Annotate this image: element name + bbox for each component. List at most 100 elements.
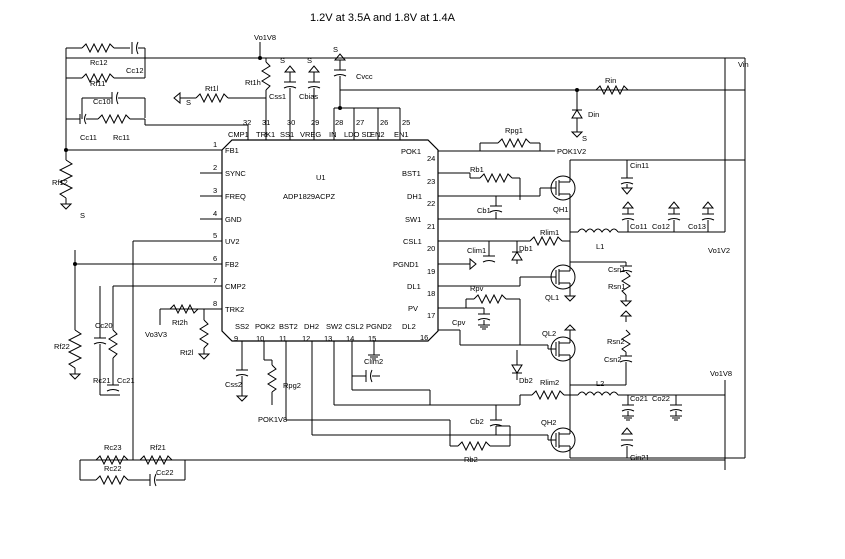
pin-name-en1: EN1 [394,130,409,139]
pin-name-csl1: CSL1 [403,237,422,246]
pin-name-fb1: FB1 [225,146,239,155]
gnd-label-rt1l: S [186,98,191,107]
label-cin21: Cin21 [630,453,650,462]
label-cout2: Co12 [652,222,670,231]
label-cc10: Cc10 [93,97,111,106]
rin-resistor [595,84,629,96]
pin-name-fb2: FB2 [225,260,239,269]
pin-name-uv2: UV2 [225,237,240,246]
pin-name-cmp2: CMP2 [225,282,246,291]
pin-name-ldo-sd: LDO SD [344,130,373,139]
label-rf21: Rf21 [150,443,166,452]
gnd-label-rf12: S [80,211,85,220]
chip-designator: U1 [316,173,326,182]
label-rb1: Rb1 [470,165,484,174]
pin-name-dl2: DL2 [402,322,416,331]
pin-num-8: 8 [213,299,217,308]
label-rsn2: Rsn2 [607,337,625,346]
label-rc22: Rc22 [104,464,122,473]
pin-num-17: 17 [427,311,435,320]
css1-capacitor [283,81,297,89]
pin-num-22: 22 [427,199,435,208]
pin-name-ss1: SS1 [280,130,294,139]
label-cvcc: Cvcc [356,72,373,81]
chip-right-pins: 24 POK1 23 BST1 22 DH1 21 SW1 20 CSL1 19… [393,147,460,342]
db2-diode [511,364,523,374]
l1-inductor [577,228,619,233]
rc23-resistor [95,454,129,466]
db1-diode [511,251,523,261]
rc11-resistor [97,113,131,125]
pin-num-14: 14 [346,334,354,343]
label-rsn1: Rsn1 [608,282,626,291]
label-cc21: Cc21 [117,376,135,385]
pin-num-18: 18 [427,289,435,298]
pin-name-bst2: BST2 [279,322,298,331]
label-clim2: Clim2 [364,357,383,366]
pin-num-21: 21 [427,222,435,231]
label-co22: Co22 [652,394,670,403]
rf12-resistor [58,159,74,199]
label-css2: Css2 [225,380,242,389]
co22-capacitor [669,404,683,421]
pin-num-5: 5 [213,231,217,240]
net-pok1v2: POK1V2 [557,147,586,156]
pin-num-4: 4 [213,209,217,218]
rt2h-resistor [169,303,199,315]
pin-name-pok1: POK1 [401,147,421,156]
label-rin: Rin [605,76,616,85]
label-cin11: Cin11 [630,161,649,170]
pin-num-6: 6 [213,254,217,263]
pin-num-10: 10 [256,334,264,343]
qh2-mosfet [550,420,576,458]
diagram-title: 1.2V at 3.5A and 1.8V at 1.4A [310,12,456,24]
label-din: Din [588,110,599,119]
pin-num-29: 29 [311,118,319,127]
pin-num-2: 2 [213,163,217,172]
net-vo3v3: Vo3V3 [145,330,167,339]
label-rt1h: Rt1h [245,78,261,87]
gnd-label-cvcc: S [333,45,338,54]
pin-num-12: 12 [302,334,310,343]
pin-name-gnd: GND [225,215,242,224]
pin-name-pgnd2: PGND2 [366,322,392,331]
pin-num-3: 3 [213,186,217,195]
label-cout1: Co11 [630,222,647,231]
cc10-capacitor [111,91,119,105]
net-vin: Vin [738,60,749,69]
label-cb1: Cb1 [477,206,491,215]
net-pok1v8: POK1V8 [258,415,287,424]
chip-bottom-pins: SS2 9 POK2 10 BST2 11 DH2 12 SW2 13 CSL2… [234,322,392,435]
pin-name-sw2: SW2 [326,322,342,331]
label-rt2h: Rt2h [172,318,188,327]
pin-name-csl2: CSL2 [345,322,364,331]
cc22-capacitor [149,473,157,487]
label-cc20: Cc20 [95,321,113,330]
label-clim1: Clim1 [467,246,486,255]
label-cc11: Cc11 [80,133,97,142]
label-csn1: Csn1 [608,265,626,274]
pin-num-13: 13 [324,334,332,343]
label-rf11: Rf11 [90,79,105,88]
pin-name-dh2: DH2 [304,322,319,331]
pin-name-trk1: TRK1 [256,130,275,139]
label-cc12: Cc12 [126,66,144,75]
pin-name-en2: EN2 [370,130,385,139]
rf21-resistor [139,454,173,466]
pin-name-vreg: VREG [300,130,321,139]
rc22-resistor [95,474,129,486]
rc21-resistor [108,329,118,359]
pin-num-1: 1 [213,140,217,149]
label-rf12: Rf12 [52,178,68,187]
pin-num-23: 23 [427,177,435,186]
pin-name-cmp1: CMP1 [228,130,249,139]
pin-num-7: 7 [213,276,217,285]
gnd-label-cbias: S [307,56,312,65]
pin-name-pgnd1: PGND1 [393,260,419,269]
label-cpv: Cpv [452,318,466,327]
cbias-capacitor [307,81,321,89]
label-cb2: Cb2 [470,417,484,426]
pin-name-sync: SYNC [225,169,246,178]
pin-name-dl1: DL1 [407,282,421,291]
chip-left-pins: 1 FB1 2 SYNC 3 FREQ 4 GND 5 UV2 6 FB2 7 … [200,140,246,314]
